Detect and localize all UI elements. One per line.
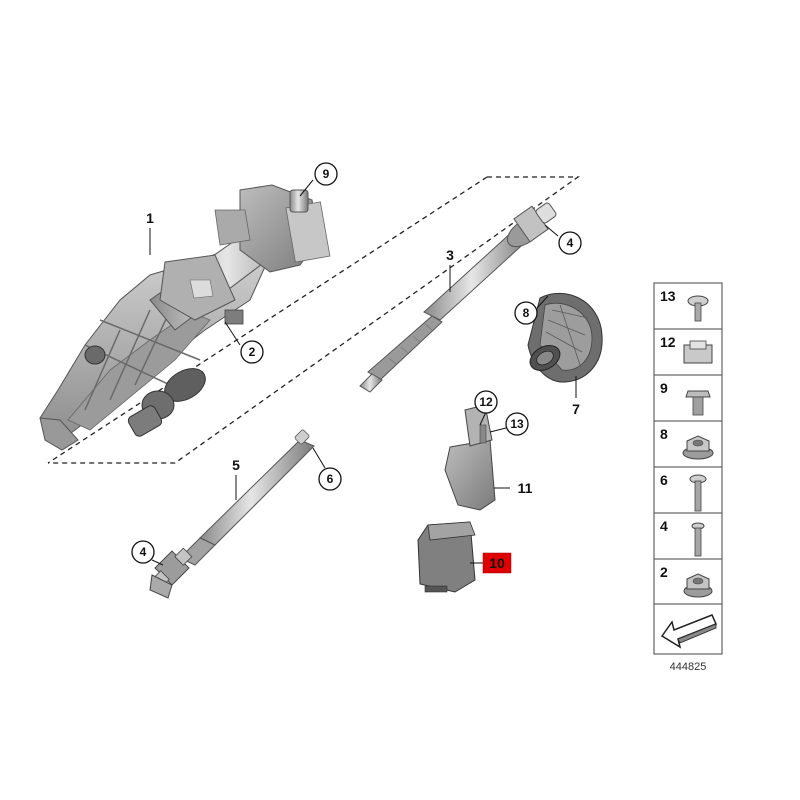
mounting-bracket <box>444 404 496 511</box>
callout-10-highlight: 10 <box>470 552 512 574</box>
assembly-frame-left <box>47 176 488 464</box>
svg-text:5: 5 <box>232 457 240 473</box>
callout-7: 7 <box>572 376 580 417</box>
svg-text:2: 2 <box>249 345 256 359</box>
svg-text:4: 4 <box>567 236 574 250</box>
callout-6: 6 <box>312 447 342 491</box>
callout-5: 5 <box>232 457 240 500</box>
callout-1: 1 <box>146 210 154 255</box>
fastener-table: 13 12 9 8 6 4 2 <box>653 282 723 606</box>
callout-4-upper: 4 <box>544 224 582 255</box>
svg-text:8: 8 <box>523 306 530 320</box>
callout-11: 11 <box>494 480 533 496</box>
fastener-number: 13 <box>660 288 676 304</box>
fastener-number: 4 <box>660 518 668 534</box>
svg-text:11: 11 <box>518 480 533 496</box>
svg-text:1: 1 <box>146 210 154 226</box>
fastener-row-6: 6 <box>653 466 723 514</box>
callout-4-lower: 4 <box>131 540 164 566</box>
callout-13: 13 <box>489 412 529 436</box>
column-boot <box>527 292 603 383</box>
flange-nut-icon <box>682 435 714 460</box>
fastener-number: 8 <box>660 426 668 442</box>
callout-12: 12 <box>474 390 498 426</box>
svg-text:13: 13 <box>510 417 524 431</box>
fastener-row-9: 9 <box>653 374 723 422</box>
fastener-row-13: 13 <box>653 282 723 330</box>
callout-8: 8 <box>514 295 549 325</box>
control-module <box>417 521 476 593</box>
clip-nut-icon <box>683 340 713 364</box>
callout-9: 9 <box>299 162 338 197</box>
fastener-row-12: 12 <box>653 328 723 376</box>
svg-text:7: 7 <box>572 401 580 417</box>
diagram-number: 444825 <box>670 661 707 673</box>
orientation-arrow-cell <box>653 603 723 655</box>
lower-steering-shaft <box>149 429 315 599</box>
bolt-icon <box>691 522 705 557</box>
hex-bolt-icon <box>685 390 711 416</box>
long-bolt-icon <box>689 474 707 512</box>
screw-icon <box>687 295 709 322</box>
svg-text:12: 12 <box>479 395 493 409</box>
fastener-number: 2 <box>660 564 668 580</box>
fastener-number: 6 <box>660 472 668 488</box>
fastener-row-8: 8 <box>653 420 723 468</box>
fastener-number: 9 <box>660 380 668 396</box>
upper-steering-shaft <box>359 202 557 393</box>
svg-text:3: 3 <box>446 247 454 263</box>
arrow-icon <box>660 614 718 649</box>
svg-text:10: 10 <box>489 555 505 571</box>
hex-nut-icon <box>683 573 713 598</box>
assembly-frame <box>48 176 581 464</box>
svg-text:6: 6 <box>327 472 334 486</box>
svg-text:4: 4 <box>140 545 147 559</box>
fastener-number: 12 <box>660 334 676 350</box>
fastener-row-2: 2 <box>653 558 723 606</box>
callout-2: 2 <box>224 321 264 364</box>
steering-column-assembly <box>39 184 331 451</box>
svg-text:9: 9 <box>323 167 330 181</box>
fastener-row-4: 4 <box>653 512 723 560</box>
callout-3: 3 <box>446 247 454 292</box>
